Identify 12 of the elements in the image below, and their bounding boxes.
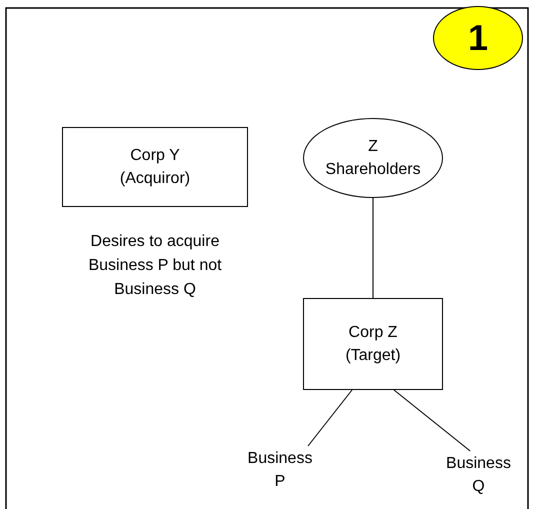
node-label: Z Shareholders (324, 137, 422, 180)
business-label: Business P (246, 449, 314, 492)
company-box (62, 127, 248, 207)
business-label: Business Q (445, 454, 512, 497)
connector-line (308, 390, 352, 446)
company-box (303, 298, 443, 390)
connector-line (372, 198, 374, 298)
step-number: 1 (466, 18, 490, 58)
node-label: Corp Y (Acquiror) (118, 146, 192, 189)
connector-line (394, 390, 471, 452)
node-label: Corp Z (Target) (344, 323, 402, 366)
description-text: Desires to acquire Business P but not Business Q (87, 232, 223, 300)
